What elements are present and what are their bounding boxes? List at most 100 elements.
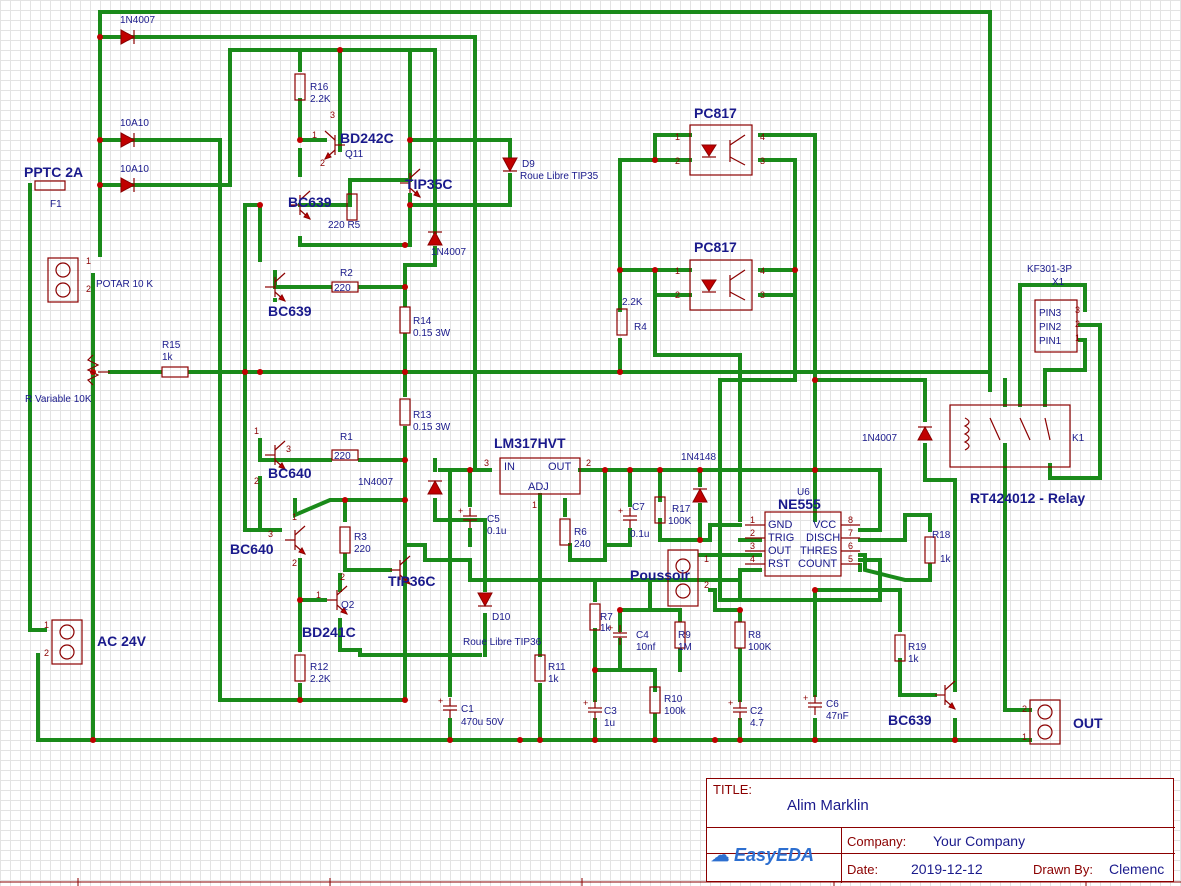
capacitor-c7: C7 0.1u bbox=[617, 502, 649, 540]
resistor-r19: R19 1k bbox=[894, 634, 927, 665]
svg-text:R17: R17 bbox=[672, 504, 691, 515]
resistor-r10: R10 100k bbox=[649, 686, 687, 717]
svg-text:1: 1 bbox=[86, 256, 91, 266]
resistor-r7: R7 1k bbox=[589, 603, 613, 634]
optocoupler-pc817-2: 12 43 PC817 bbox=[675, 239, 765, 311]
svg-text:220: 220 bbox=[334, 283, 351, 294]
svg-text:K1: K1 bbox=[1072, 433, 1085, 444]
svg-text:10A10: 10A10 bbox=[120, 164, 149, 175]
svg-text:100K: 100K bbox=[668, 516, 692, 527]
svg-text:RT424012 - Relay: RT424012 - Relay bbox=[970, 490, 1085, 506]
svg-text:100K: 100K bbox=[748, 642, 772, 653]
svg-text:R4: R4 bbox=[634, 322, 647, 333]
svg-text:1u: 1u bbox=[604, 718, 615, 729]
svg-text:DISCH: DISCH bbox=[806, 532, 840, 544]
svg-text:47nF: 47nF bbox=[826, 711, 849, 722]
svg-text:Q2: Q2 bbox=[341, 600, 355, 611]
svg-text:C7: C7 bbox=[632, 502, 645, 513]
svg-text:220 R5: 220 R5 bbox=[328, 220, 361, 231]
svg-text:Roue Libre TIP36: Roue Libre TIP36 bbox=[463, 637, 542, 648]
capacitor-c5: C5 0.1u bbox=[457, 505, 506, 537]
resistor-r16: R16 2.2K bbox=[294, 73, 331, 105]
svg-text:TRIG: TRIG bbox=[768, 532, 794, 544]
diode-10a10-1: 10A10 bbox=[120, 118, 149, 148]
svg-text:R6: R6 bbox=[574, 527, 587, 538]
svg-text:KF301-3P: KF301-3P bbox=[1027, 264, 1072, 275]
svg-text:X1: X1 bbox=[1052, 277, 1065, 288]
connector-potar: 12 POTAR 10 K bbox=[47, 256, 153, 303]
transistor-bc639-3: BC639 bbox=[888, 680, 956, 728]
svg-text:1N4148: 1N4148 bbox=[681, 452, 716, 463]
diode-1n4148: 1N4148 bbox=[681, 452, 716, 503]
svg-text:1: 1 bbox=[1075, 333, 1080, 343]
svg-text:3: 3 bbox=[750, 541, 755, 551]
svg-text:1k: 1k bbox=[600, 623, 612, 634]
svg-text:220: 220 bbox=[334, 451, 351, 462]
svg-text:BC639: BC639 bbox=[288, 194, 332, 210]
svg-text:3: 3 bbox=[1075, 305, 1080, 315]
svg-text:VCC: VCC bbox=[813, 519, 836, 531]
capacitor-c6: C6 47nF bbox=[802, 692, 849, 722]
svg-text:1: 1 bbox=[292, 512, 297, 522]
easyeda-logo: ☁ EasyEDA bbox=[711, 845, 814, 866]
wire-network bbox=[28, 10, 1102, 742]
svg-text:0.1u: 0.1u bbox=[487, 526, 506, 537]
svg-text:240: 240 bbox=[574, 539, 591, 550]
relay-k1: K1 RT424012 - Relay bbox=[949, 404, 1085, 506]
svg-text:R2: R2 bbox=[340, 268, 353, 279]
svg-text:100k: 100k bbox=[664, 706, 687, 717]
svg-text:2: 2 bbox=[86, 284, 91, 294]
svg-text:R Variable 10K: R Variable 10K bbox=[25, 394, 92, 405]
transistor-bc640-1: 312 BC640 bbox=[254, 426, 312, 486]
svg-text:IN: IN bbox=[504, 461, 515, 473]
svg-text:1: 1 bbox=[312, 130, 317, 140]
svg-text:TIP35C: TIP35C bbox=[405, 176, 452, 192]
svg-text:PC817: PC817 bbox=[694, 105, 737, 121]
svg-text:F1: F1 bbox=[50, 199, 62, 210]
svg-text:R3: R3 bbox=[354, 532, 367, 543]
svg-text:AC 24V: AC 24V bbox=[97, 633, 147, 649]
svg-text:1N4007: 1N4007 bbox=[431, 247, 466, 258]
title-block: TITLE: Alim Marklin ☁ EasyEDA Company: Y… bbox=[706, 778, 1175, 883]
title-block-divider-1 bbox=[707, 827, 1175, 828]
date-value: 2019-12-12 bbox=[911, 861, 983, 877]
svg-text:LM317HVT: LM317HVT bbox=[494, 435, 566, 451]
drawn-by-label: Drawn By: bbox=[1033, 862, 1093, 877]
svg-text:2: 2 bbox=[1075, 319, 1080, 329]
svg-text:3: 3 bbox=[760, 156, 765, 166]
svg-text:R12: R12 bbox=[310, 662, 329, 673]
svg-text:1: 1 bbox=[1022, 732, 1027, 742]
svg-text:Poussoir: Poussoir bbox=[630, 567, 690, 583]
svg-text:ADJ: ADJ bbox=[528, 481, 549, 493]
svg-text:2: 2 bbox=[1022, 704, 1027, 714]
svg-text:NE555: NE555 bbox=[778, 496, 821, 512]
resistor-r6: R6 240 bbox=[559, 518, 591, 550]
connector-ac24: 12 AC 24V bbox=[44, 619, 147, 665]
svg-text:470u 50V: 470u 50V bbox=[461, 717, 504, 728]
svg-text:3: 3 bbox=[268, 529, 273, 539]
resistor-r18: R18 1k bbox=[924, 530, 952, 565]
diode-1n4007-mid: 1N4007 bbox=[427, 231, 466, 258]
svg-text:2.2K: 2.2K bbox=[622, 297, 643, 308]
pushbutton-poussoir: 12 Poussoir bbox=[630, 549, 709, 607]
svg-text:Roue Libre TIP35: Roue Libre TIP35 bbox=[520, 171, 599, 182]
capacitor-c3: C3 1u bbox=[582, 697, 617, 729]
resistor-r13: R13 0.15 3W bbox=[399, 398, 451, 433]
svg-text:R7: R7 bbox=[600, 612, 613, 623]
transistor-bc639-2: BC639 bbox=[264, 272, 312, 319]
svg-text:3: 3 bbox=[484, 458, 489, 468]
svg-text:1k: 1k bbox=[908, 654, 920, 665]
title-block-divider-2 bbox=[707, 853, 1175, 854]
svg-text:D10: D10 bbox=[492, 612, 511, 623]
resistor-r5: 220 R5 bbox=[328, 193, 361, 231]
svg-text:0.15 3W: 0.15 3W bbox=[413, 328, 451, 339]
svg-text:220: 220 bbox=[354, 544, 371, 555]
svg-text:THRES: THRES bbox=[800, 545, 837, 557]
sheet-border bbox=[0, 878, 1181, 886]
drawn-by-value: Clemenc bbox=[1109, 861, 1165, 877]
svg-text:C5: C5 bbox=[487, 514, 500, 525]
svg-text:1N4007: 1N4007 bbox=[358, 477, 393, 488]
svg-text:R14: R14 bbox=[413, 316, 432, 327]
